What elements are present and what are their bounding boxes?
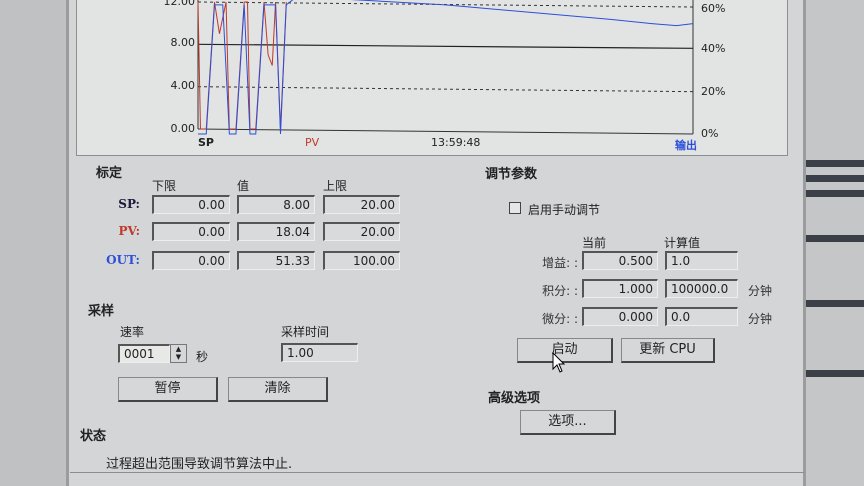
low-limit-field: 0.00: [152, 222, 230, 241]
calculated-param-field[interactable]: 0.0: [665, 307, 738, 326]
tuning-row-label: 增益: :: [542, 256, 578, 270]
trend-chart: 12.00 8.00 4.00 0.00 60% 40% 20% 0% SP P…: [76, 0, 788, 156]
right-tick: 60%: [701, 2, 726, 15]
right-tick: 0%: [701, 127, 719, 140]
trend-plot: [197, 0, 694, 135]
manual-tuning-checkbox[interactable]: [509, 202, 521, 214]
low-limit-field: 0.00: [152, 251, 230, 270]
left-tick: 4.00: [170, 79, 196, 92]
value-field: 51.33: [237, 251, 315, 270]
rate-unit: 秒: [196, 350, 209, 364]
current-param-field: 1.000: [582, 279, 658, 298]
right-tick: 20%: [701, 85, 726, 98]
tuning-row-label: 微分: :: [542, 312, 578, 326]
high-limit-field: 100.00: [323, 251, 400, 270]
calibration-row-label: PV:: [118, 224, 140, 238]
pv-line: [197, 1, 287, 130]
status-message: 过程超出范围导致调节算法中止.: [106, 457, 293, 472]
current-param-field: 0.500: [582, 251, 658, 270]
sampling-title: 采样: [88, 304, 115, 319]
status-title: 状态: [80, 429, 107, 444]
options-button[interactable]: 选项...: [520, 410, 616, 435]
spin-up-icon[interactable]: ▲: [175, 345, 182, 353]
high-limit-field: 20.00: [323, 222, 400, 241]
chart-time: 13:59:48: [431, 136, 481, 149]
background-window: [806, 0, 864, 486]
value-field: 8.00: [237, 195, 315, 214]
calculated-param-field[interactable]: 100000.0: [665, 279, 738, 298]
calibration-row-label: SP:: [118, 197, 140, 211]
left-tick: 0.00: [170, 122, 196, 135]
tuning-row-label: 积分: :: [542, 284, 578, 298]
rate-label: 速率: [120, 325, 145, 339]
left-tick: 8.00: [170, 36, 196, 49]
calibration-title: 标定: [96, 166, 123, 181]
x-axis: [197, 128, 694, 135]
col-low: 下限: [152, 179, 177, 193]
sp-line: [197, 43, 694, 49]
left-tick: 12.00: [163, 0, 196, 8]
gridline: [197, 86, 694, 93]
mouse-cursor-icon: [552, 352, 566, 373]
low-limit-field: 0.00: [152, 195, 230, 214]
rate-spinner[interactable]: ▲▼: [170, 344, 187, 363]
output-line: [198, 0, 694, 135]
legend-sp: SP: [198, 136, 214, 149]
param-unit: 分钟: [748, 312, 773, 326]
current-param-field: 0.000: [582, 307, 658, 326]
advanced-title: 高级选项: [488, 391, 541, 406]
calculated-param-field[interactable]: 1.0: [665, 251, 738, 270]
legend-pv: PV: [305, 136, 320, 149]
value-field: 18.04: [237, 222, 315, 241]
col-value: 值: [237, 179, 250, 193]
spin-down-icon[interactable]: ▼: [175, 353, 182, 361]
sample-time-label: 采样时间: [281, 325, 330, 339]
calibration-row-label: OUT:: [106, 253, 140, 267]
tuning-title: 调节参数: [485, 167, 538, 182]
col-high: 上限: [323, 179, 348, 193]
sample-time-field: 1.00: [281, 343, 358, 362]
col-calculated: 计算值: [664, 236, 701, 250]
right-tick: 40%: [701, 42, 726, 55]
high-limit-field: 20.00: [323, 195, 400, 214]
start-button[interactable]: 启动: [517, 338, 613, 363]
param-unit: 分钟: [748, 284, 773, 298]
manual-tuning-label[interactable]: 启用手动调节: [528, 203, 601, 217]
rate-input[interactable]: 0001: [118, 344, 170, 363]
clear-button[interactable]: 清除: [228, 377, 328, 402]
legend-output: 输出: [675, 139, 697, 152]
pause-button[interactable]: 暂停: [118, 377, 218, 402]
divider: [70, 472, 804, 473]
update-cpu-button[interactable]: 更新 CPU: [621, 338, 715, 363]
col-current: 当前: [582, 236, 607, 250]
